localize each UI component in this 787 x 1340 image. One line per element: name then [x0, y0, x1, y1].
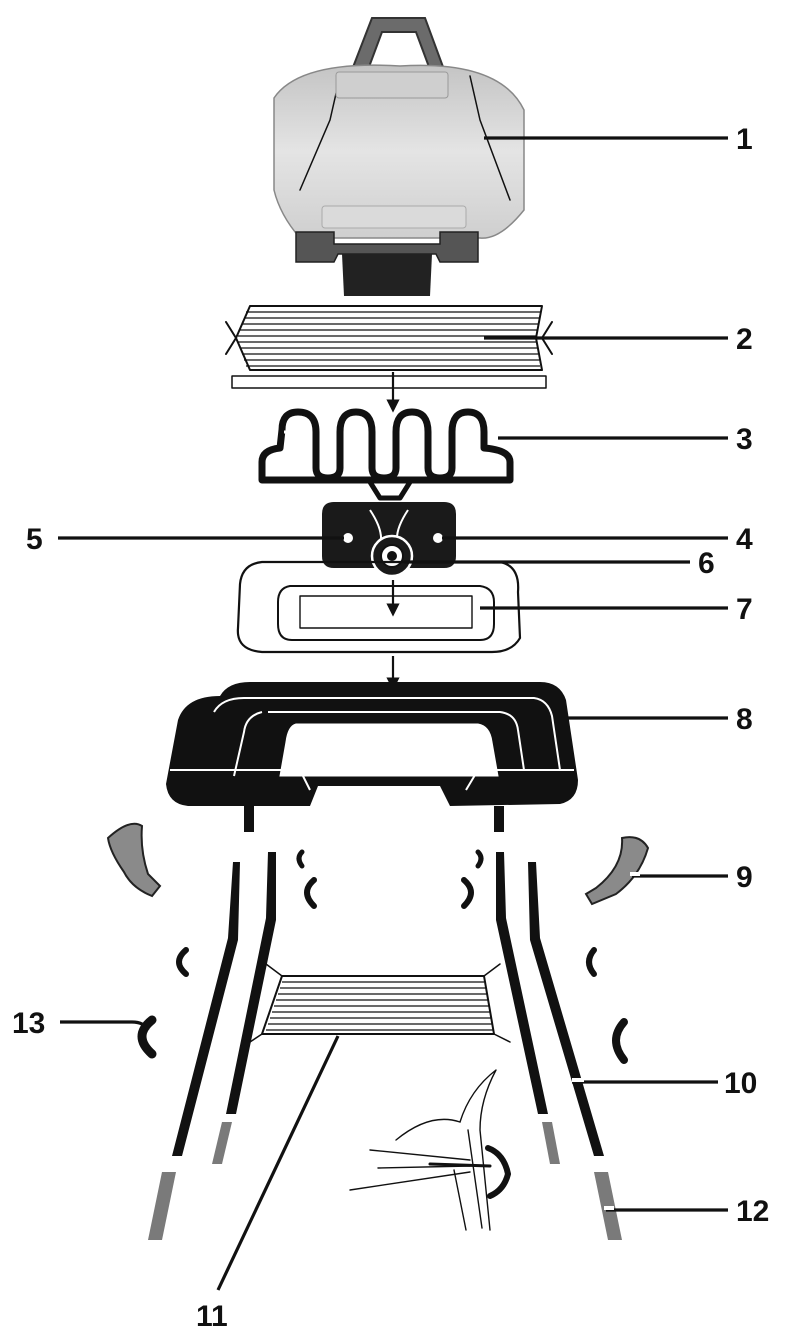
indicator-light-right: [433, 533, 443, 543]
leg-handle-right: [584, 836, 650, 906]
base-peg-right: [494, 806, 504, 832]
lid-body: [273, 64, 525, 239]
lid-hinge: [295, 231, 479, 263]
lid-bottom-plate: [321, 205, 467, 229]
foot-right-inner: [542, 1122, 560, 1164]
callout-4: 4: [736, 523, 753, 556]
callout-6: 6: [698, 547, 715, 580]
heating-element: [258, 408, 514, 501]
clip-callout-13: [137, 1015, 157, 1059]
leg-handles: [106, 822, 650, 906]
foot-left-outer: [148, 1172, 176, 1240]
callout-12: 12: [736, 1195, 769, 1228]
clip-detail-sketch: [349, 1069, 511, 1231]
leg-handle-left: [106, 822, 162, 898]
leg-outer-left: [172, 862, 240, 1156]
lower-shelf: [249, 963, 511, 1043]
callout-numbers: 1 2 3 4 5 6 7 8 9 10 11 12 13: [12, 123, 769, 1333]
callout-3: 3: [736, 423, 753, 456]
base-opening: [279, 723, 499, 777]
leader-13: [60, 1020, 150, 1031]
callout-7: 7: [736, 593, 753, 626]
callout-2: 2: [736, 323, 753, 356]
legs: [172, 852, 604, 1156]
foot-left-inner: [212, 1122, 232, 1164]
lid-hinge-plate: [342, 254, 432, 296]
leg-clips: [137, 849, 628, 1064]
callout-9: 9: [736, 861, 753, 894]
lid-top-plate: [335, 71, 449, 99]
grill-grate: [225, 305, 553, 389]
callout-11: 11: [196, 1300, 228, 1333]
callout-10: 10: [724, 1067, 757, 1100]
lid: [273, 17, 525, 296]
callout-8: 8: [736, 703, 753, 736]
leg-feet: [148, 1122, 622, 1240]
callout-1: 1: [736, 123, 753, 156]
leg-inner-right: [496, 852, 548, 1114]
indicator-light-left: [343, 533, 353, 543]
leader-11: [216, 1035, 340, 1291]
drip-tray: [236, 560, 522, 654]
grate-bars: [238, 311, 540, 367]
leg-inner-left: [226, 852, 276, 1114]
callout-5: 5: [26, 523, 43, 556]
base-peg-left: [244, 806, 254, 832]
leader-lines: [58, 136, 728, 1291]
leg-outer-right: [528, 862, 604, 1156]
thermostat-control: [322, 502, 456, 578]
callout-13: 13: [12, 1007, 45, 1040]
base-bowl: [166, 682, 578, 832]
